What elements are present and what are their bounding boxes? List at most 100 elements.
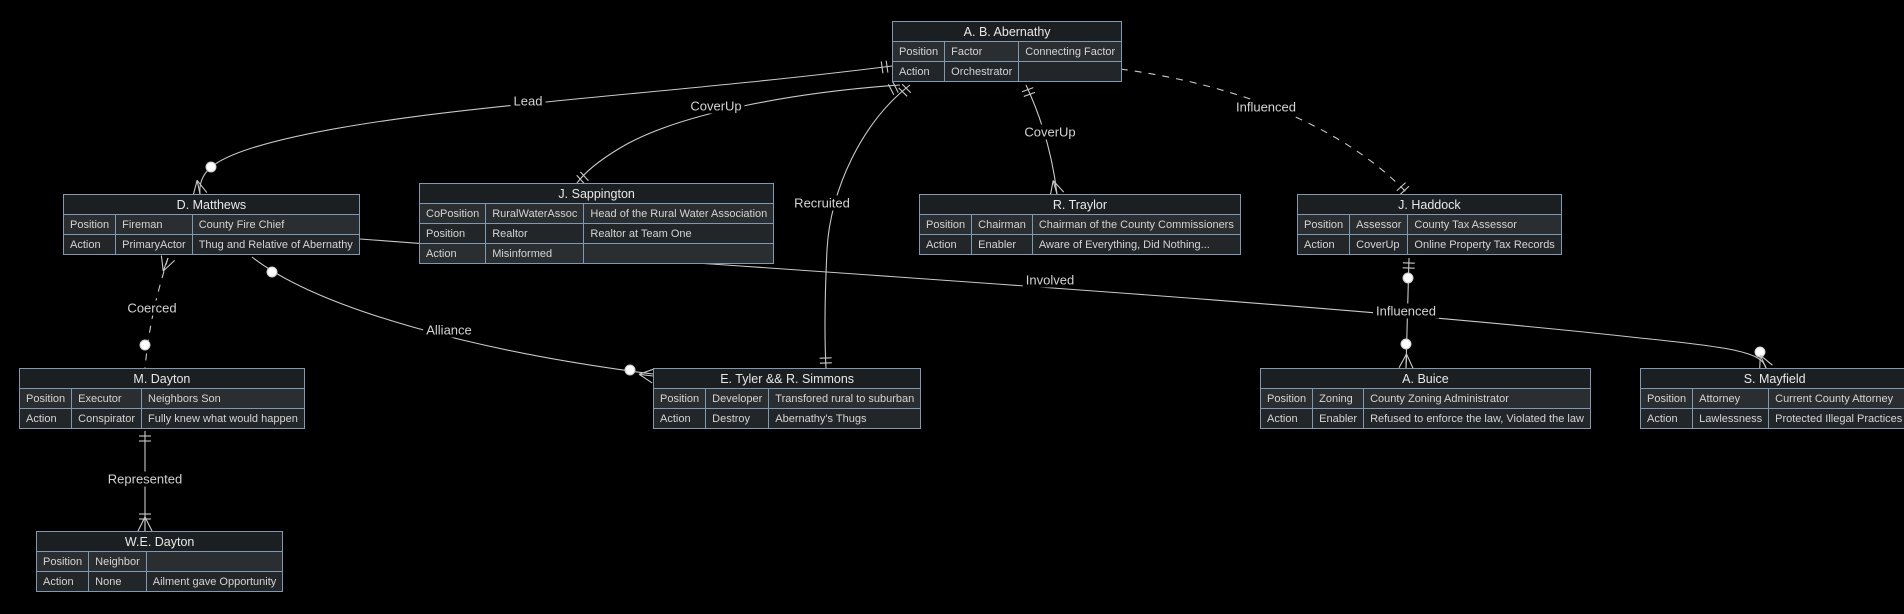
attribute-type: Position (1639, 388, 1694, 409)
attribute-comment: Neighbors Son (141, 388, 305, 409)
attribute-type: Action (1639, 408, 1694, 429)
many-marker-icon (192, 179, 208, 196)
attribute-name: Chairman (971, 214, 1033, 235)
edge-label-recruited: Recruited (791, 195, 853, 211)
zero-marker-icon (139, 339, 151, 351)
attribute-comment: Transfored rural to suburban (768, 388, 922, 409)
attribute-name: Developer (705, 388, 770, 409)
attribute-comment: Abernathy's Thugs (768, 408, 922, 429)
zero-marker-icon (205, 161, 217, 173)
attribute-type: Position (652, 388, 707, 409)
attribute-comment: Aware of Everything, Did Nothing... (1031, 234, 1241, 255)
attribute-type: Action (652, 408, 707, 429)
attribute-name: Neighbor (88, 551, 147, 572)
entity-title: W.E. Dayton (35, 531, 284, 552)
attribute-type: Position (891, 41, 946, 62)
attribute-type: CoPosition (418, 203, 487, 224)
attribute-type: Action (418, 243, 487, 264)
one-marker-icon (576, 171, 589, 185)
many-marker-icon (638, 368, 655, 384)
attribute-comment (583, 243, 775, 264)
attribute-comment: Online Property Tax Records (1407, 234, 1562, 255)
attribute-type: Action (1296, 234, 1351, 255)
attribute-name: RuralWaterAssoc (485, 203, 585, 224)
entity-title: J. Haddock (1297, 194, 1562, 215)
many-marker-icon (137, 516, 153, 532)
edge-coverup-sappington (576, 84, 901, 184)
attribute-name: Enabler (1312, 408, 1365, 429)
attribute-comment: Connecting Factor (1018, 41, 1123, 62)
attribute-comment: Fully knew what would happen (141, 408, 305, 429)
attribute-type: Position (1259, 388, 1314, 409)
edge-label-lead: Lead (510, 93, 546, 109)
attribute-type: Action (18, 408, 73, 429)
attribute-comment: County Fire Chief (191, 214, 360, 235)
attribute-comment: Protected Illegal Practices (1768, 408, 1904, 429)
attribute-type: Action (35, 571, 90, 592)
attribute-comment: Head of the Rural Water Association (583, 203, 775, 224)
many-marker-icon (1398, 353, 1414, 369)
attribute-name: Fireman (115, 214, 193, 235)
many-marker-icon (160, 255, 175, 272)
edge-label-influenced-haddock: Influenced (1233, 99, 1299, 115)
one-marker-icon (139, 435, 151, 442)
edge-label-coerced: Coerced (124, 300, 180, 316)
attribute-name: Orchestrator (944, 61, 1020, 82)
one-marker-icon (1396, 182, 1410, 195)
attribute-type: Position (18, 388, 73, 409)
one-marker-icon (1402, 262, 1415, 269)
zero-marker-icon (266, 266, 278, 278)
entity-title: J. Sappington (418, 183, 775, 204)
edge-lead (199, 65, 893, 195)
attribute-type: Position (35, 551, 90, 572)
edge-label-coverup-traylor: CoverUp (1021, 124, 1079, 140)
attribute-type: Action (1259, 408, 1314, 429)
entity-title: S. Mayfield (1639, 368, 1904, 389)
attribute-type: Position (918, 214, 973, 235)
zero-marker-icon (624, 364, 636, 376)
attribute-name: Realtor (485, 223, 585, 244)
attribute-type: Action (891, 61, 946, 82)
entity-title: A. B. Abernathy (891, 21, 1123, 42)
attribute-comment: Realtor at Team One (583, 223, 775, 244)
edge-alliance (251, 256, 654, 375)
attribute-name: Lawlessness (1692, 408, 1770, 429)
attribute-name: Executor (71, 388, 142, 409)
attribute-comment: Current County Attorney (1768, 388, 1904, 409)
attribute-name: Destroy (705, 408, 770, 429)
edge-label-represented: Represented (104, 471, 186, 487)
attribute-comment (145, 551, 284, 572)
entity-title: D. Matthews (63, 194, 360, 215)
attribute-comment: Ailment gave Opportunity (145, 571, 284, 592)
one-marker-icon (898, 83, 912, 97)
zero-marker-icon (1402, 272, 1414, 284)
